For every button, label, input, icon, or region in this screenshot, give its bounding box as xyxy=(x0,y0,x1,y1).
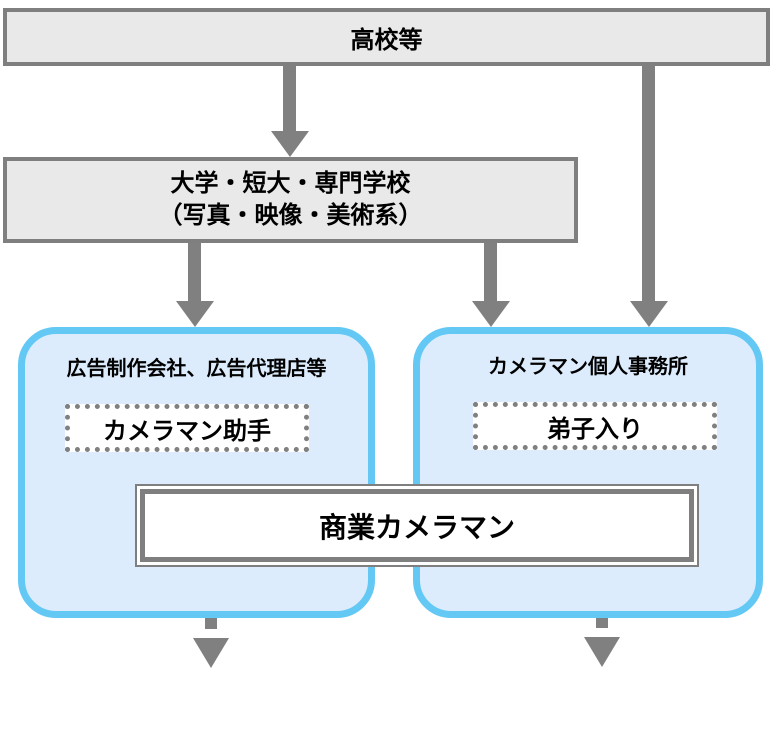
node-commercial-cameraman-label: 商業カメラマン xyxy=(140,489,694,562)
arrow-highschool-to-personal-office xyxy=(630,66,668,327)
node-school: 大学・短大・専門学校 （写真・映像・美術系） xyxy=(3,157,578,243)
arrow-shaft xyxy=(283,66,296,131)
node-school-label-line1: 大学・短大・専門学校 xyxy=(170,169,411,197)
arrow-shaft xyxy=(484,243,497,301)
arrow-shaft xyxy=(188,243,201,301)
node-personal-office: カメラマン個人事務所 弟子入り xyxy=(413,327,763,618)
arrow-highschool-to-school xyxy=(271,66,309,157)
arrow-shaft xyxy=(642,66,655,301)
arrow-dash xyxy=(596,617,608,628)
arrow-head-icon xyxy=(271,131,309,157)
arrow-head-icon xyxy=(584,637,620,667)
arrow-head-icon xyxy=(176,301,214,327)
node-school-label-line2: （写真・映像・美術系） xyxy=(158,202,423,229)
node-high-school-label: 高校等 xyxy=(350,26,423,54)
node-apprenticeship: 弟子入り xyxy=(473,402,717,450)
node-ad-company: 広告制作会社、広告代理店等 カメラマン助手 xyxy=(18,327,375,618)
node-ad-company-label: 広告制作会社、広告代理店等 xyxy=(66,358,327,380)
dashed-arrow-from-ad-company xyxy=(193,618,229,670)
arrow-school-to-personal-office xyxy=(472,243,510,327)
dashed-arrow-from-personal-office xyxy=(584,617,620,669)
node-high-school: 高校等 xyxy=(3,8,770,66)
arrow-head-icon xyxy=(472,301,510,327)
node-personal-office-label: カメラマン個人事務所 xyxy=(488,356,688,378)
arrow-head-icon xyxy=(630,301,668,327)
node-commercial-cameraman: 商業カメラマン xyxy=(135,484,699,567)
arrow-dash xyxy=(205,618,217,629)
arrow-head-icon xyxy=(193,638,229,668)
node-camera-assistant: カメラマン助手 xyxy=(65,404,309,452)
arrow-school-to-ad-company xyxy=(176,243,214,327)
